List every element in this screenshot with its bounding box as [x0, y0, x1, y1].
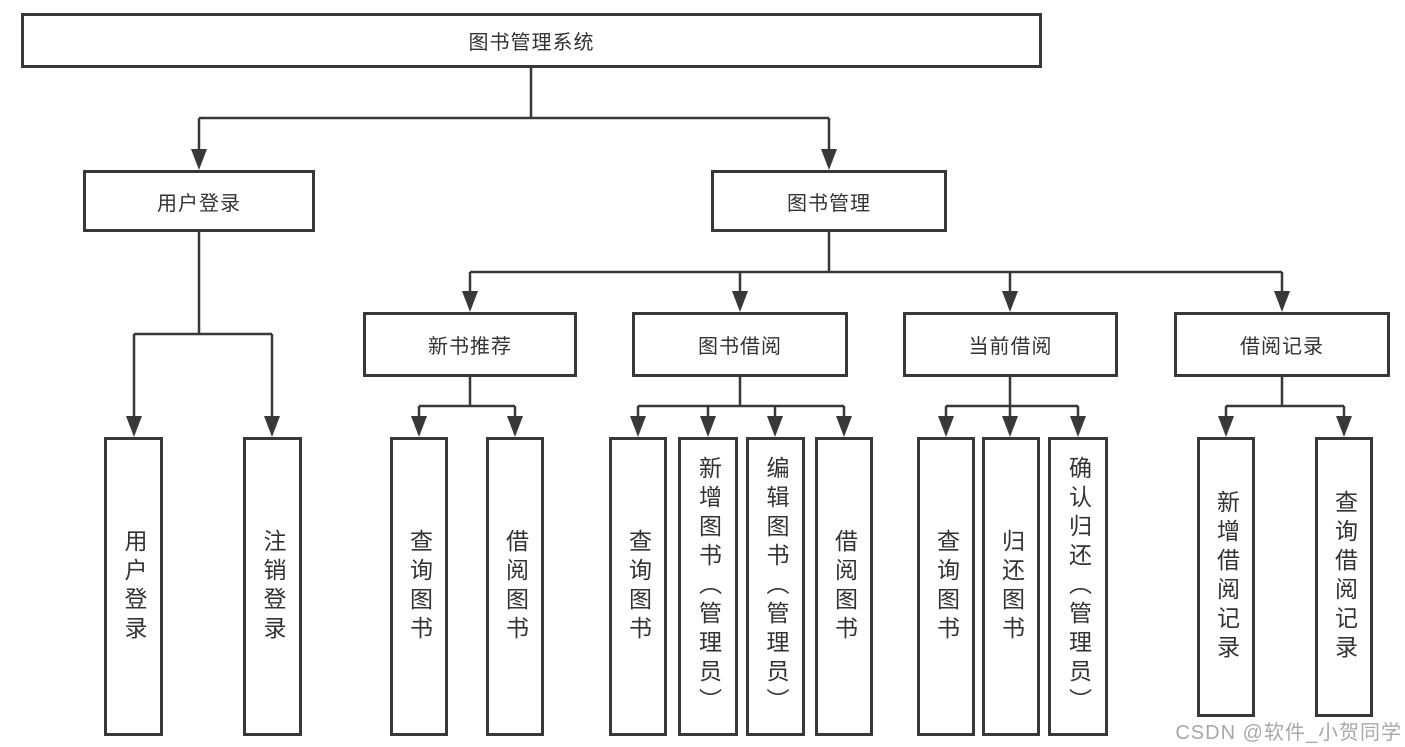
leaf-query-book-recommend-label: 查询图书	[406, 528, 433, 645]
leaf-query-book-current-label: 查询图书	[933, 528, 960, 645]
leaf-borrow-book-label: 借阅图书	[831, 528, 858, 645]
node-new-book-recommend: 新书推荐	[363, 312, 577, 377]
leaf-user-login-label: 用户登录	[121, 528, 147, 645]
leaf-query-book-recommend: 查询图书	[390, 437, 448, 736]
leaf-query-book-borrow-label: 查询图书	[625, 528, 652, 645]
node-book-management-label: 图书管理	[787, 192, 871, 215]
node-current-borrow: 当前借阅	[903, 312, 1118, 377]
leaf-add-book-admin-label: 新增图书（管理员）	[695, 456, 722, 717]
node-user-login-label: 用户登录	[157, 192, 241, 215]
arrowheads	[126, 149, 1352, 437]
node-user-login: 用户登录	[83, 170, 315, 232]
leaf-query-borrow-record-label: 查询借阅记录	[1331, 490, 1358, 664]
leaf-logout: 注销登录	[243, 437, 302, 736]
node-new-book-recommend-label: 新书推荐	[428, 336, 512, 358]
leaf-return-book: 归还图书	[982, 437, 1040, 736]
leaf-edit-book-admin: 编辑图书（管理员）	[746, 437, 805, 736]
leaf-add-book-admin: 新增图书（管理员）	[678, 437, 738, 736]
leaf-query-book-borrow: 查询图书	[609, 437, 667, 736]
leaf-query-book-current: 查询图书	[917, 437, 975, 736]
leaf-add-borrow-record: 新增借阅记录	[1197, 437, 1255, 717]
leaf-borrow-book: 借阅图书	[815, 437, 873, 736]
leaf-return-book-label: 归还图书	[998, 528, 1025, 645]
node-book-management: 图书管理	[711, 170, 947, 232]
leaf-logout-label: 注销登录	[260, 528, 286, 645]
leaf-edit-book-admin-label: 编辑图书（管理员）	[763, 456, 789, 717]
leaf-borrow-book-recommend-label: 借阅图书	[502, 528, 529, 645]
node-library-system-label: 图书管理系统	[468, 32, 595, 54]
leaf-confirm-return-admin: 确认归还（管理员）	[1048, 437, 1108, 736]
node-current-borrow-label: 当前借阅	[968, 336, 1053, 358]
node-borrow-records-label: 借阅记录	[1240, 336, 1324, 358]
leaf-confirm-return-admin-label: 确认归还（管理员）	[1065, 456, 1092, 717]
leaf-user-login: 用户登录	[104, 437, 163, 736]
node-library-system: 图书管理系统	[21, 13, 1042, 68]
csdn-watermark: CSDN @软件_小贺同学	[1175, 722, 1402, 744]
node-borrow-records: 借阅记录	[1174, 312, 1390, 377]
leaf-add-borrow-record-label: 新增借阅记录	[1213, 490, 1240, 664]
node-book-borrow-label: 图书借阅	[698, 336, 782, 358]
leaf-borrow-book-recommend: 借阅图书	[486, 437, 544, 736]
node-book-borrow: 图书借阅	[632, 312, 848, 377]
leaf-query-borrow-record: 查询借阅记录	[1315, 437, 1373, 717]
